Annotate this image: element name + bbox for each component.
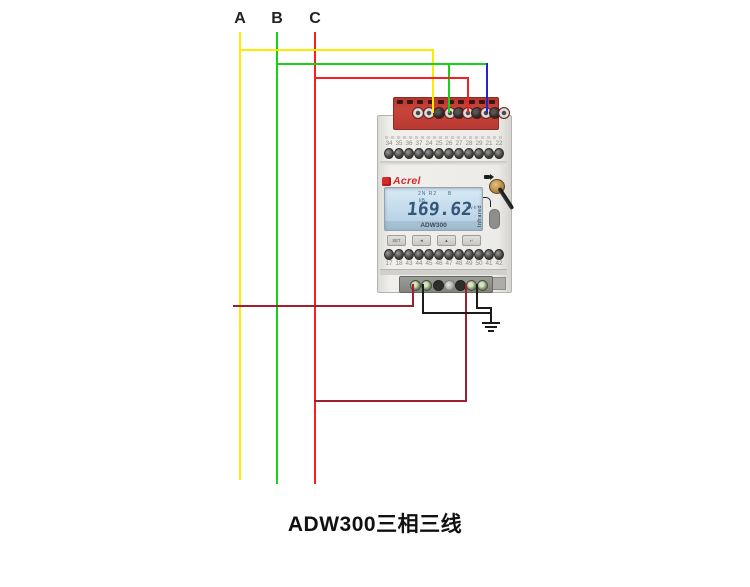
wire-ground-2-horizontal <box>476 307 492 309</box>
wire-a-drop-11 <box>432 49 434 113</box>
screw-terminal <box>484 248 494 260</box>
lcd-indicator-left: kB <box>419 198 425 204</box>
upper-screw-row <box>384 147 504 159</box>
phase-a-label: A <box>234 10 246 27</box>
lower-screw-row <box>384 248 504 260</box>
ct-terminal <box>421 280 432 291</box>
wire-phase-a <box>239 32 241 480</box>
lcd-model-label: ADW300 <box>385 221 482 230</box>
brand-name: Acrel <box>393 175 421 187</box>
screw-terminal <box>394 248 404 260</box>
screw-terminal <box>474 248 484 260</box>
screw-slot <box>458 100 465 104</box>
infrared-icon <box>483 197 491 207</box>
wire-b-drop-12 <box>448 63 450 113</box>
earth-ground-icon <box>488 330 494 332</box>
bottom-ledge <box>380 269 507 275</box>
wire-ground-1-vertical <box>422 284 424 314</box>
screw-slot <box>488 100 495 104</box>
enter-button: ↵ <box>462 235 481 246</box>
fine-print-strip <box>385 136 503 139</box>
earth-ground-icon <box>485 326 497 328</box>
connector-tab <box>491 277 506 290</box>
screw-terminal <box>434 248 444 260</box>
screw-slot <box>468 100 475 104</box>
screw-terminal <box>414 248 424 260</box>
wire-ct1-to-phase-a <box>233 305 414 307</box>
wire-ct2-vertical <box>465 284 467 402</box>
wire-ct1-vertical <box>412 284 414 307</box>
phase-b-label: B <box>271 10 283 27</box>
infrared-window <box>489 209 500 229</box>
screw-slot <box>437 100 444 104</box>
diagram-caption: ADW300三相三线 <box>287 513 463 536</box>
screw-slot <box>427 100 434 104</box>
wire-ground-2-vertical <box>476 284 478 309</box>
up-button: ▲ <box>437 235 456 246</box>
wire-phase-b <box>276 32 278 484</box>
housing-step <box>380 161 507 165</box>
screw-terminal <box>404 147 414 159</box>
signal-icon <box>484 174 494 181</box>
wire-b-link-14 <box>486 63 488 113</box>
screw-terminal <box>494 248 504 260</box>
screw-terminal <box>394 147 404 159</box>
lcd-reading: 169.62 <box>405 199 474 220</box>
wire-ground-1-horizontal <box>422 312 492 314</box>
screw-terminal <box>464 248 474 260</box>
screw-terminal <box>494 147 504 159</box>
screw-slot <box>478 100 485 104</box>
screw-slot <box>407 100 414 104</box>
wire-c-drop-13 <box>467 77 469 113</box>
lcd-unit: kW·h <box>466 205 477 210</box>
wire-b-to-12 <box>276 63 488 65</box>
left-button: ◄ <box>412 235 431 246</box>
screw-terminal <box>484 147 494 159</box>
screw-slot <box>397 100 403 104</box>
screw-terminal <box>464 147 474 159</box>
screw-terminal <box>404 248 414 260</box>
ct-terminal <box>433 280 444 291</box>
set-button: SET <box>387 235 406 246</box>
screw-terminal <box>444 248 454 260</box>
phase-c-label: C <box>309 10 321 27</box>
meter-adw300: 1 2 11 12 13 14 343536372425262728292122… <box>377 97 515 293</box>
screw-terminal <box>444 147 454 159</box>
ct-terminal <box>477 280 488 291</box>
screw-terminal <box>454 248 464 260</box>
screw-terminal <box>424 147 434 159</box>
wire-phase-c <box>314 32 316 484</box>
terminal-screw-slots <box>397 100 495 105</box>
lcd-indicator-right: B <box>448 191 452 197</box>
screw-terminal <box>474 147 484 159</box>
acrel-logo-icon <box>382 176 391 186</box>
screw-terminal <box>454 147 464 159</box>
terminal-14 <box>498 107 510 119</box>
screw-terminal <box>424 248 434 260</box>
screw-slot <box>448 100 455 104</box>
brand: Acrel <box>382 175 421 187</box>
lcd-display: 2N R2 B kB 169.62 kW·h ADW300 <box>384 187 483 231</box>
screw-slot <box>417 100 424 104</box>
screw-terminal <box>434 147 444 159</box>
wire-a-to-11 <box>239 49 434 51</box>
ct-terminal <box>444 280 455 291</box>
voltage-terminal-block <box>393 97 510 130</box>
screw-terminal <box>384 147 394 159</box>
wire-ground-drop <box>490 307 492 323</box>
wire-c-to-13 <box>314 77 469 79</box>
infrared-label: Infrared <box>477 205 483 228</box>
lcd-indicators: 2N R2 <box>418 191 438 197</box>
screw-terminal <box>414 147 424 159</box>
ct-terminal <box>410 280 421 291</box>
wire-ct2-to-phase-c <box>314 400 467 402</box>
earth-ground-icon <box>482 322 500 324</box>
screw-terminal <box>384 248 394 260</box>
button-row: SET ◄ ▲ ↵ <box>387 235 481 246</box>
